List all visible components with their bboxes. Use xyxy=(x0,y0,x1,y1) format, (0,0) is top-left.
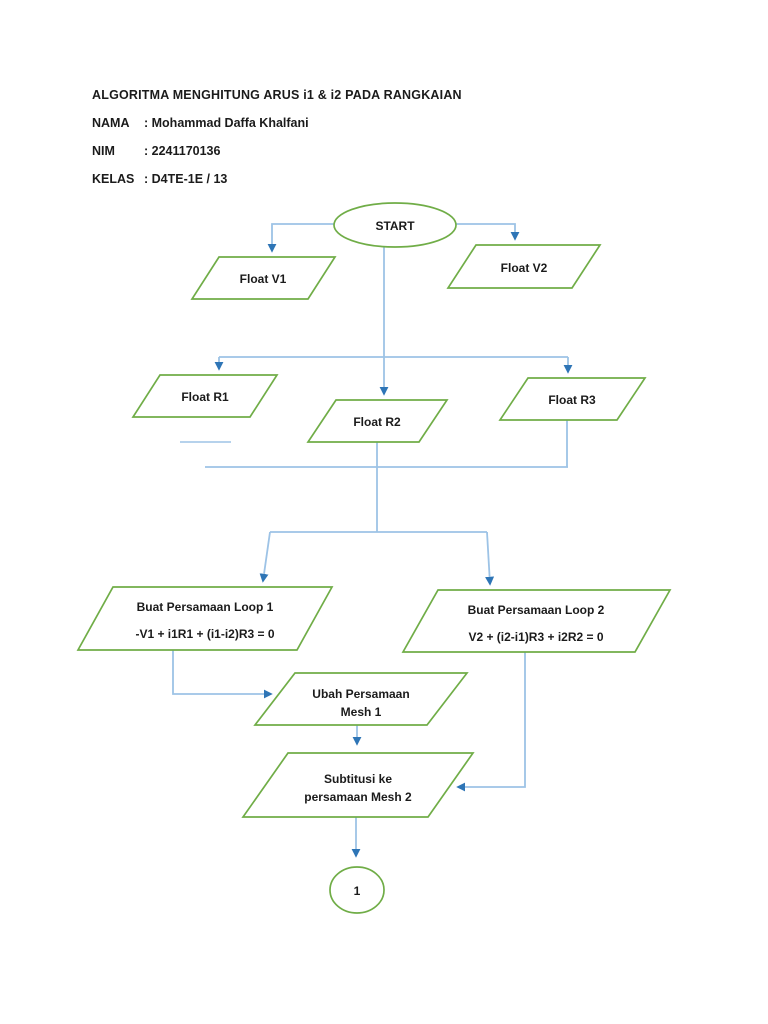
loop1-title: Buat Persamaan Loop 1 xyxy=(137,600,274,614)
name-label: NAMA xyxy=(92,116,130,130)
class-value: : D4TE-1E / 13 xyxy=(144,172,228,186)
float-v1-label: Float V1 xyxy=(240,272,287,286)
loop1-node xyxy=(76,586,334,651)
start-label: START xyxy=(375,219,415,233)
loop2-title: Buat Persamaan Loop 2 xyxy=(468,603,605,617)
float-r2-node xyxy=(306,399,449,443)
name-value: : Mohammad Daffa Khalfani xyxy=(144,116,309,130)
float-r3-node xyxy=(498,377,647,421)
connector-start-to-v1 xyxy=(267,223,334,253)
nim-label: NIM xyxy=(92,144,115,158)
mesh1-label-line1: Ubah Persamaan xyxy=(312,687,409,701)
connector-to-loop2 xyxy=(485,531,495,586)
connector-start-to-v2 xyxy=(456,223,520,241)
page-title: ALGORITMA MENGHITUNG ARUS i1 & i2 PADA R… xyxy=(92,88,462,102)
off-page-connector-label: 1 xyxy=(354,884,361,898)
nim-value: : 2241170136 xyxy=(144,144,221,158)
student-name-row: NAMA : Mohammad Daffa Khalfani xyxy=(92,116,309,130)
mesh1-node xyxy=(253,672,469,726)
sub2-label-line2: persamaan Mesh 2 xyxy=(304,790,412,804)
float-r1-node xyxy=(131,374,279,418)
connector-to-loop1 xyxy=(259,531,271,583)
float-r2-label: Float R2 xyxy=(353,415,401,429)
float-r1-label: Float R1 xyxy=(181,390,229,404)
mesh1-label-line2: Mesh 1 xyxy=(341,705,382,719)
start-terminator xyxy=(333,202,457,248)
float-v1-node xyxy=(190,256,337,300)
connector-loop1-to-mesh1 xyxy=(172,650,273,699)
float-r3-label: Float R3 xyxy=(548,393,596,407)
float-v2-node xyxy=(446,244,602,289)
float-v2-label: Float V2 xyxy=(501,261,548,275)
loop2-node xyxy=(401,589,672,653)
student-nim-row: NIM : 2241170136 xyxy=(92,144,220,158)
class-label: KELAS xyxy=(92,172,135,186)
off-page-connector-1 xyxy=(329,866,385,914)
student-class-row: KELAS : D4TE-1E / 13 xyxy=(92,172,227,186)
connector-loop2-to-sub2 xyxy=(456,652,526,792)
sub2-node xyxy=(241,752,475,818)
sub2-label-line1: Subtitusi ke xyxy=(324,772,392,786)
loop2-equation: V2 + (i2-i1)R3 + i2R2 = 0 xyxy=(468,630,603,644)
loop1-equation: -V1 + i1R1 + (i1-i2)R3 = 0 xyxy=(135,627,274,641)
